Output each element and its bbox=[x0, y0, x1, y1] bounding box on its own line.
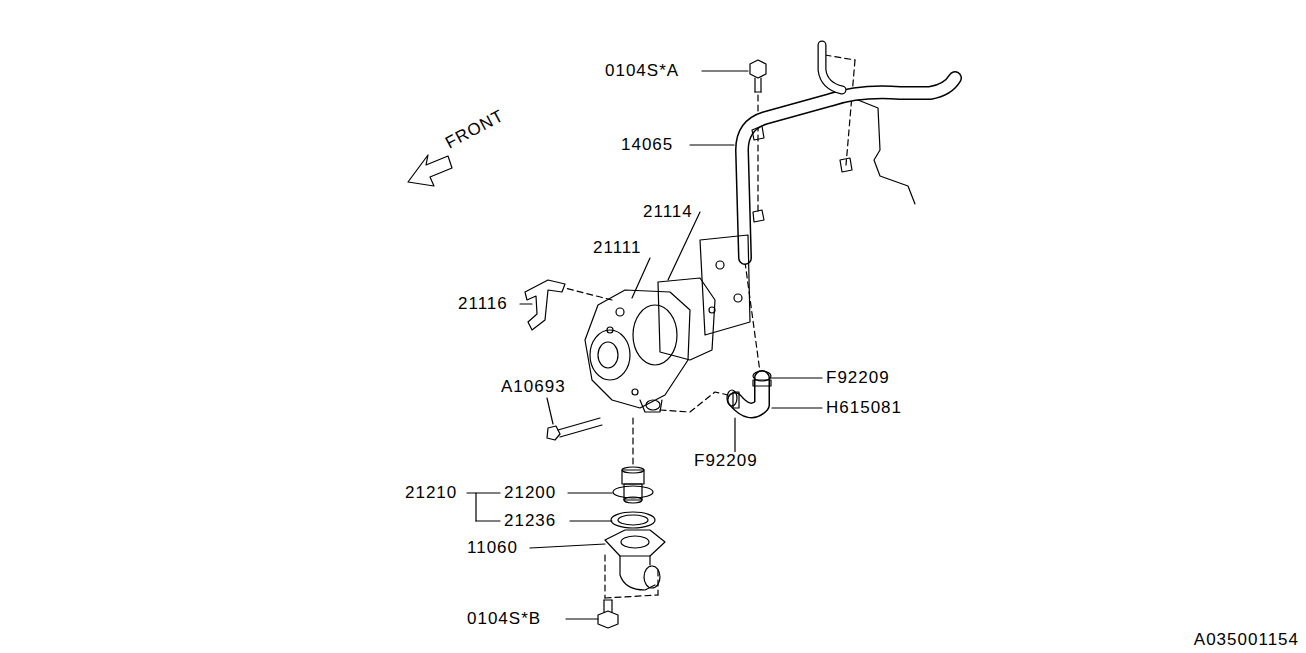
part-number: F92209 bbox=[825, 369, 891, 387]
front-arrow bbox=[408, 155, 452, 186]
bolt-symbol bbox=[547, 418, 602, 440]
part-number: 21116 bbox=[457, 295, 509, 313]
cover-symbol bbox=[605, 530, 665, 590]
pipe-symbol bbox=[742, 45, 955, 258]
part-number: 21200 bbox=[503, 484, 557, 502]
part-number: 0104S*B bbox=[466, 610, 542, 628]
part-number: 11060 bbox=[466, 539, 519, 557]
part-number: 21111 bbox=[592, 239, 643, 257]
bolt-symbol bbox=[750, 60, 766, 92]
alignment-lines bbox=[565, 55, 855, 598]
bolt-symbol bbox=[598, 600, 618, 628]
part-number: A10693 bbox=[500, 378, 567, 396]
pump-symbol bbox=[585, 235, 750, 412]
engine-outline bbox=[858, 100, 915, 204]
part-number: 21210 bbox=[404, 484, 458, 502]
hose-symbol bbox=[727, 371, 771, 410]
part-number: 21114 bbox=[642, 203, 694, 221]
part-number: 0104S*A bbox=[604, 62, 680, 80]
figure-id: A035001154 bbox=[1193, 631, 1300, 649]
part-number: F92209 bbox=[693, 452, 759, 470]
thermostat-symbol bbox=[611, 467, 655, 528]
direction-label: FRONT bbox=[442, 106, 508, 153]
part-number: H615081 bbox=[825, 399, 903, 417]
bracket-symbol bbox=[525, 280, 565, 330]
leader-lines bbox=[467, 71, 822, 619]
part-number: 14065 bbox=[620, 136, 674, 154]
part-number: 21236 bbox=[503, 512, 557, 530]
